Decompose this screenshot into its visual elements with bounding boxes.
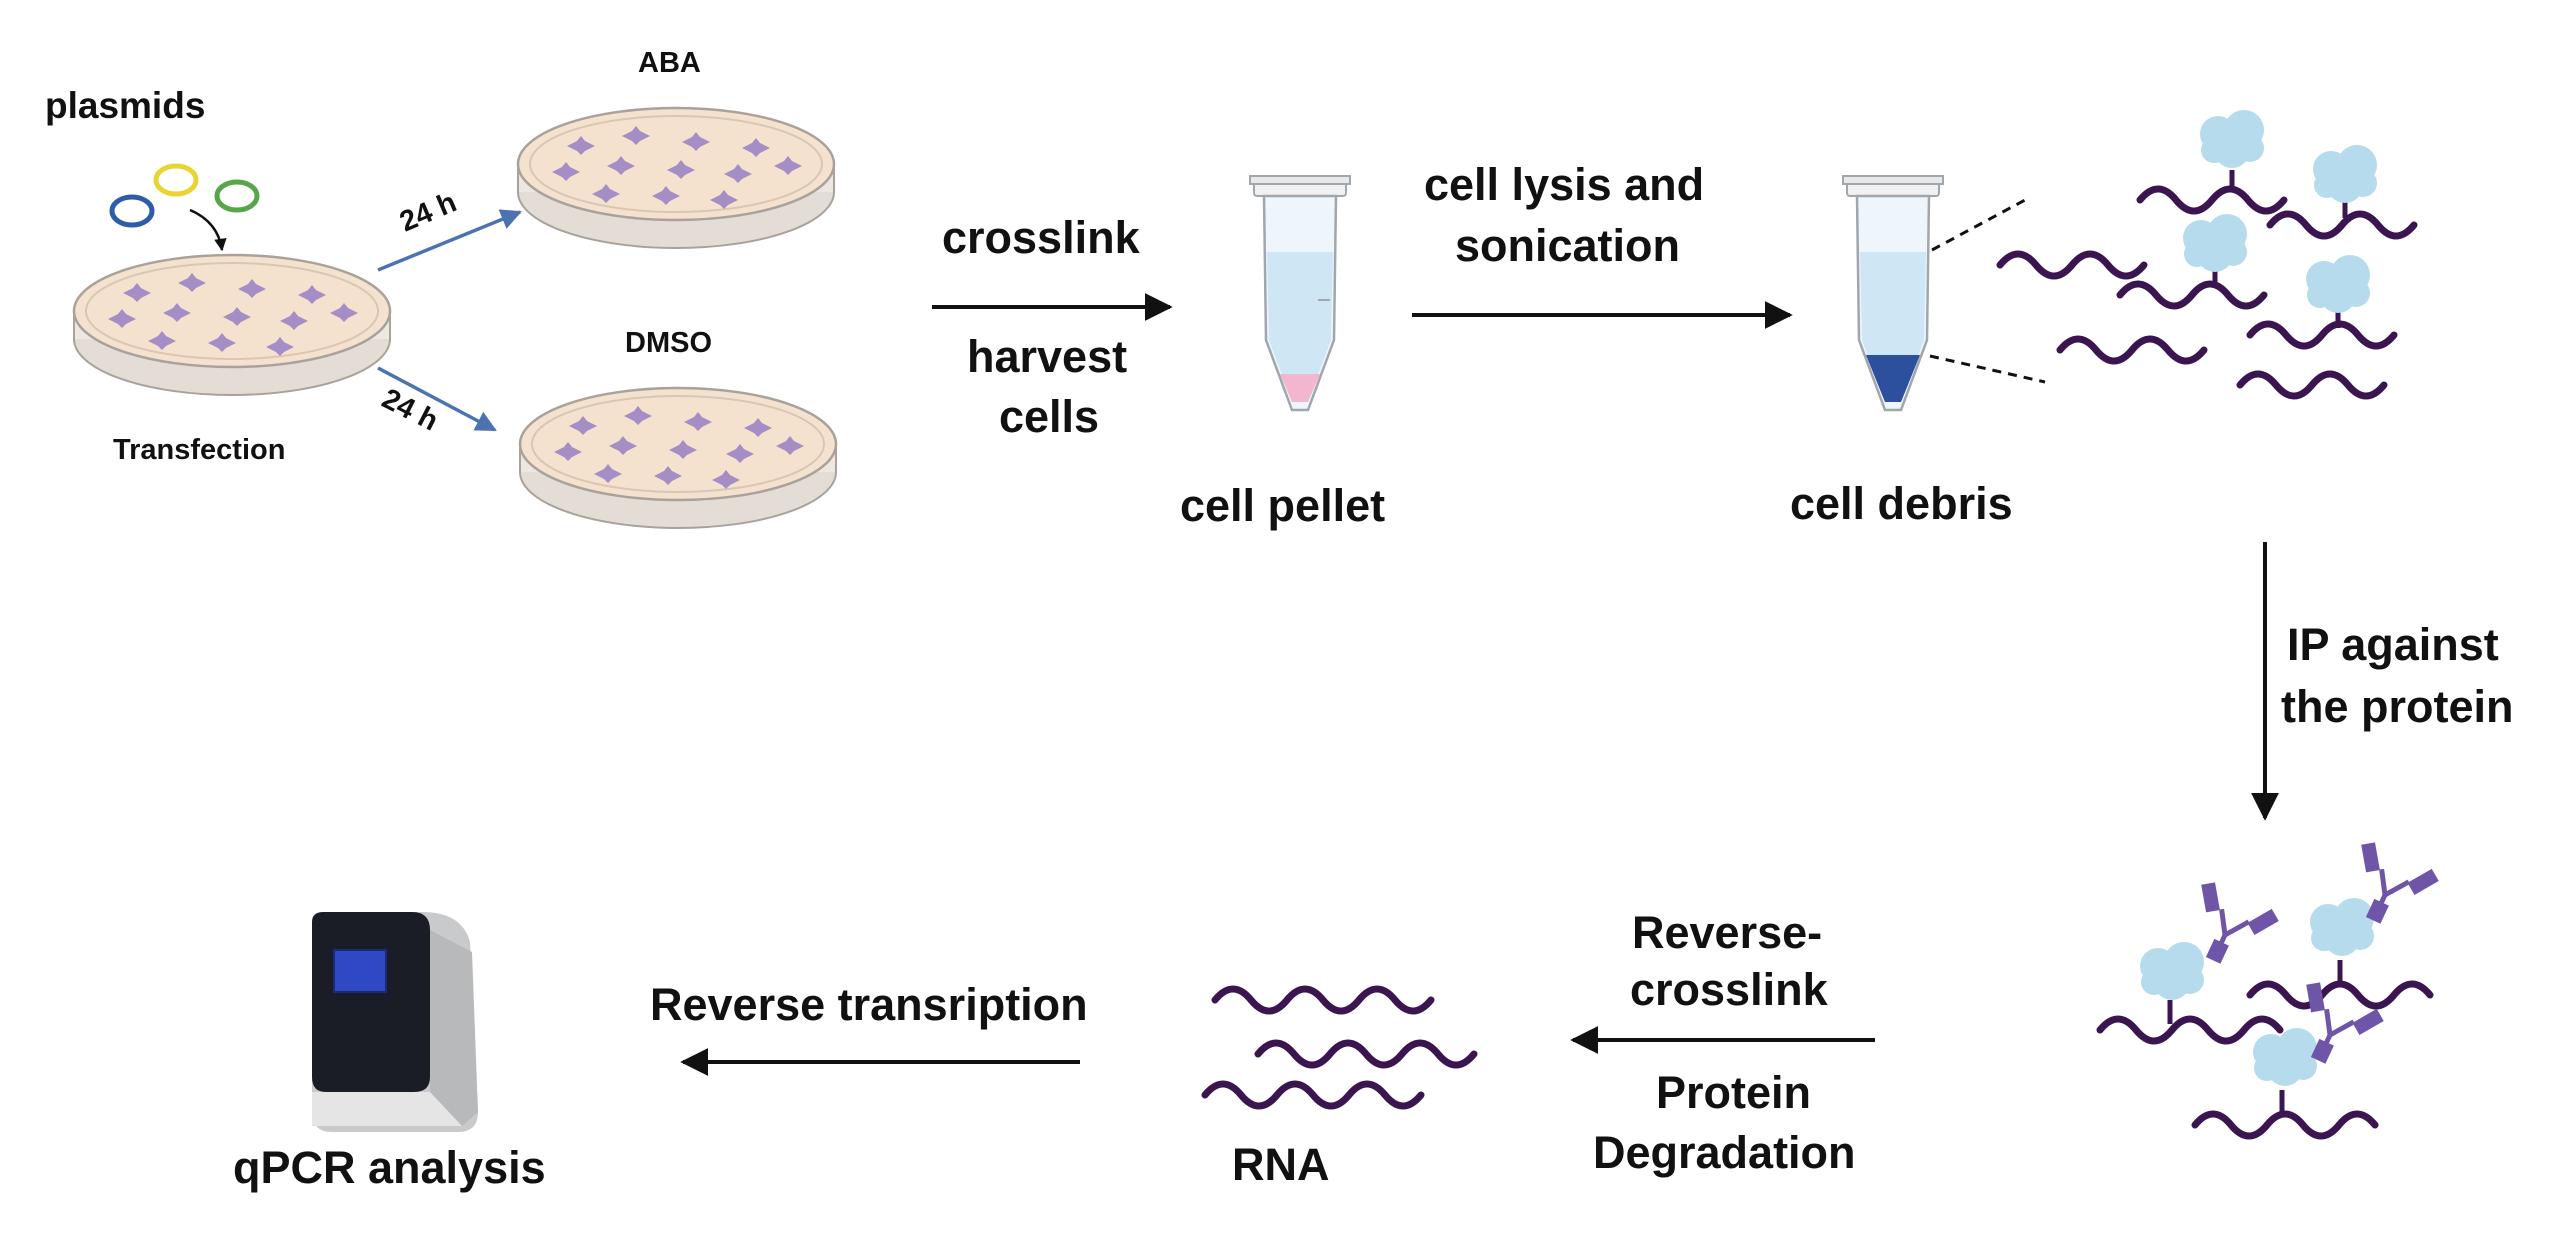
microtube-icon [1248, 174, 1352, 412]
rna-strand-icon [1201, 1080, 1425, 1110]
petri-dish-icon [74, 255, 390, 395]
rna-strand-icon [1211, 985, 1435, 1015]
rna-strand-icon [2056, 335, 2208, 365]
rna-binding-protein-icon [2200, 110, 2264, 168]
lysis-label-line2: sonication [1455, 220, 1680, 271]
petri-dish-aba [518, 108, 834, 248]
rna-strand-icon [1254, 1039, 1478, 1069]
time-label-bottom: 24 h [377, 383, 443, 438]
rna-binding-protein-icon [2313, 145, 2377, 203]
plasmid-ring-icon [109, 163, 260, 252]
qpcr-machine-icon [311, 911, 479, 1133]
time-label-top: 24 h [395, 186, 461, 238]
harvest-label-line2: cells [999, 391, 1099, 442]
immunoprecipitated-complexes [2096, 838, 2442, 1140]
rna-binding-protein-icon [2310, 898, 2374, 956]
purified-rna [1201, 985, 1478, 1110]
rna-strand-icon [2096, 1015, 2284, 1045]
zoom-line-top [1931, 198, 2026, 252]
protein-degradation-line1: Protein [1656, 1067, 1811, 1118]
reverse-crosslink-line1: Reverse- [1632, 907, 1822, 958]
rna-strand-icon [2236, 370, 2388, 400]
rna-binding-protein-icon [2140, 942, 2204, 1000]
harvest-label-line1: harvest [967, 331, 1127, 382]
rna-strand-icon [2116, 280, 2268, 310]
rna-strand-icon [1996, 250, 2148, 280]
rna-strand-icon [2266, 210, 2418, 240]
reverse-crosslink-line2: crosslink [1630, 964, 1829, 1015]
ip-label-line2: the protein [2281, 681, 2514, 732]
reverse-transcription-label: Reverse transription [650, 979, 1088, 1030]
rna-strand-icon [2246, 320, 2398, 350]
time-arrow-bottom [377, 366, 497, 432]
aba-label: ABA [638, 47, 701, 79]
rna-strand-icon [2246, 980, 2434, 1010]
zoom-line-bottom [1929, 354, 2046, 384]
rna-binding-protein-icon [2183, 214, 2247, 272]
lysis-label-line1: cell lysis and [1424, 159, 1704, 210]
qpcr-label: qPCR analysis [233, 1142, 546, 1193]
ip-label-line1: IP against [2287, 619, 2499, 670]
rna-strand-icon [2136, 185, 2288, 215]
microtube-icon [1841, 174, 1945, 412]
rna-binding-protein-icon [2253, 1028, 2317, 1086]
rna-binding-protein-icon [2306, 255, 2370, 313]
petri-dish-dmso [520, 388, 836, 528]
transfection-label: Transfection [113, 434, 285, 466]
cell-pellet-label: cell pellet [1180, 480, 1385, 531]
dmso-label: DMSO [625, 327, 712, 359]
protein-degradation-line2: Degradation [1593, 1127, 1856, 1178]
crosslink-label: crosslink [942, 212, 1141, 263]
time-arrow-top [377, 209, 522, 272]
rna-strand-icon [2191, 1110, 2379, 1140]
cell-debris-label: cell debris [1790, 478, 2013, 529]
rna-label: RNA [1232, 1139, 1330, 1190]
lysate-rna-protein-complexes [1996, 110, 2418, 400]
plasmids-label: plasmids [45, 85, 205, 126]
